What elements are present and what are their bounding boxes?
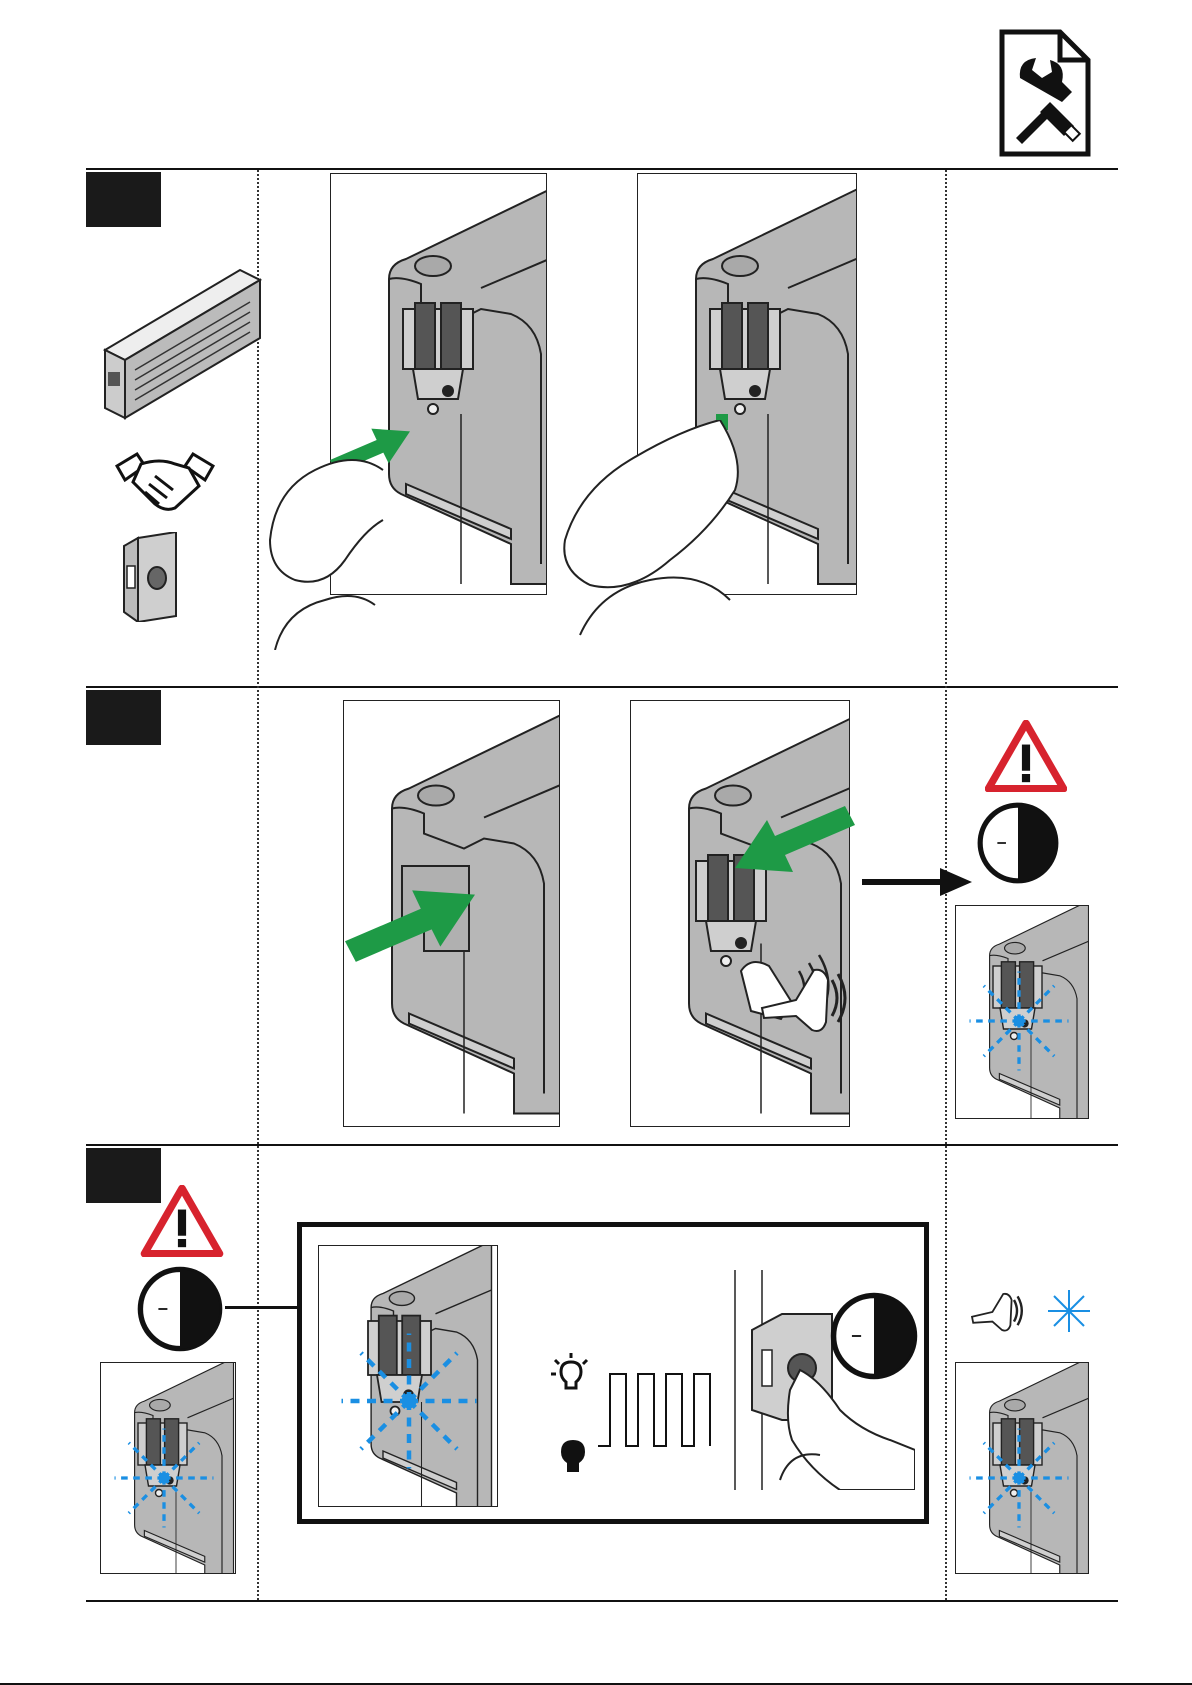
step-badge-2 bbox=[86, 690, 161, 745]
light-off-icon bbox=[558, 1438, 588, 1476]
row-divider-bottom bbox=[86, 1600, 1118, 1602]
maintenance-document-icon bbox=[998, 28, 1092, 158]
blinking-led-panel bbox=[955, 1362, 1089, 1574]
push-module-click-panel bbox=[630, 700, 850, 1127]
blink-pulse-signal bbox=[598, 1370, 713, 1450]
timer-icon bbox=[975, 800, 1061, 886]
beep-speaker-icon bbox=[965, 1288, 1027, 1336]
handshake-icon bbox=[115, 446, 215, 516]
hand-icon bbox=[265, 450, 385, 650]
green-arrow bbox=[735, 800, 855, 880]
warning-triangle-icon bbox=[140, 1185, 224, 1257]
beep-speaker-icon bbox=[752, 960, 852, 1040]
green-arrow bbox=[345, 880, 475, 970]
transition-arrow bbox=[862, 868, 972, 896]
step-badge-1 bbox=[86, 172, 161, 227]
blinking-led-panel bbox=[318, 1245, 498, 1507]
sparkle-light-icon bbox=[1046, 1288, 1092, 1334]
row-divider-2 bbox=[86, 1144, 1118, 1146]
timer-icon bbox=[135, 1264, 225, 1354]
connector-line bbox=[225, 1306, 297, 1309]
wall-bracket-icon bbox=[120, 532, 180, 622]
battery-pack-icon bbox=[100, 260, 265, 420]
blinking-led-panel bbox=[100, 1362, 236, 1574]
hand-icon bbox=[560, 420, 760, 640]
row-divider-1 bbox=[86, 686, 1118, 688]
timer-icon bbox=[828, 1290, 920, 1382]
blinking-led-panel bbox=[955, 905, 1089, 1119]
light-on-icon bbox=[550, 1352, 592, 1394]
warning-triangle-icon bbox=[985, 720, 1067, 792]
row-divider-top bbox=[86, 168, 1118, 170]
